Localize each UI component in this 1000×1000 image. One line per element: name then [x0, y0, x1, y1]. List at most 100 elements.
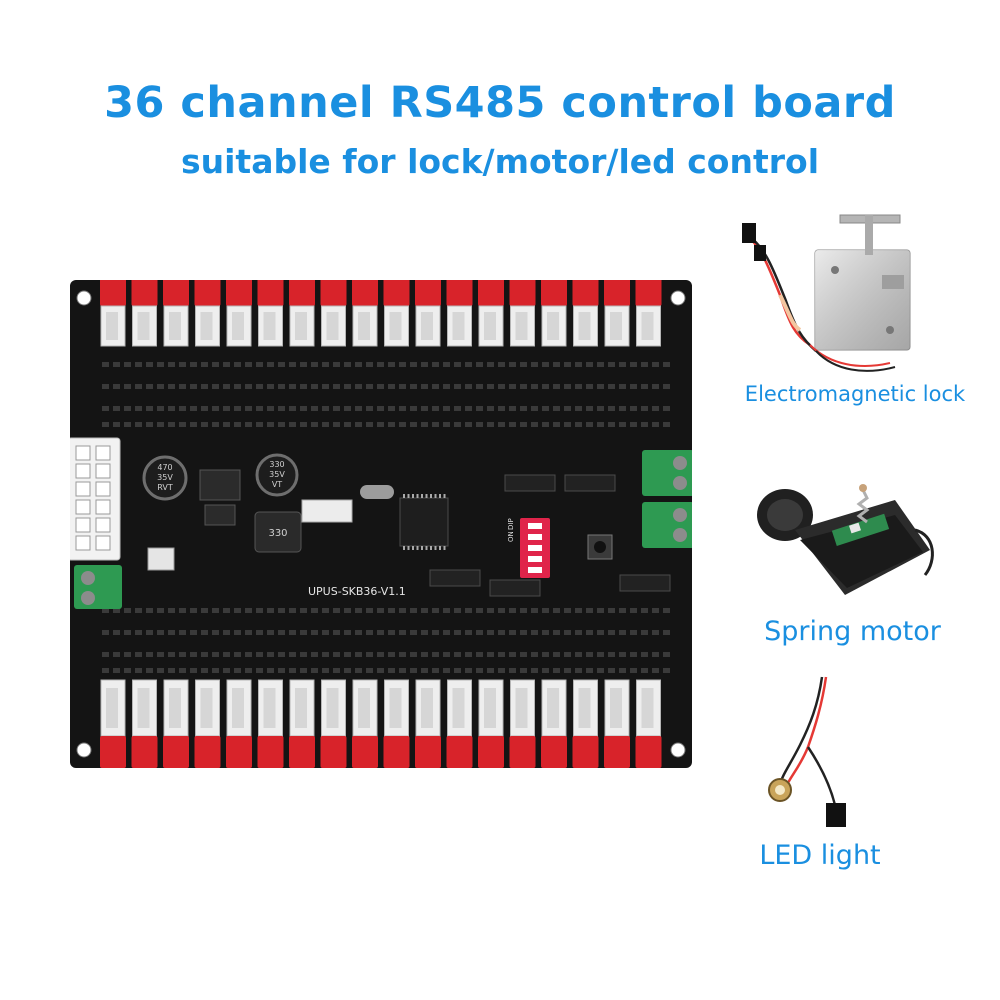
smd-component	[344, 406, 351, 411]
smd-component	[333, 406, 340, 411]
smd-component	[278, 608, 285, 613]
smd-component	[553, 362, 560, 367]
smd-component	[586, 608, 593, 613]
smd-component	[377, 668, 384, 673]
connector-slot	[389, 312, 402, 340]
smd-component	[531, 668, 538, 673]
smd-component	[641, 608, 648, 613]
connector-slot	[137, 312, 150, 340]
led-wire-red	[784, 676, 828, 788]
terminal-screw	[673, 456, 687, 470]
power-pin	[95, 535, 111, 551]
smd-component	[410, 406, 417, 411]
smd-component	[487, 652, 494, 657]
smd-component	[289, 362, 296, 367]
smd-component	[608, 422, 615, 427]
smd-component	[454, 422, 461, 427]
smd-component	[498, 384, 505, 389]
smd-component	[333, 362, 340, 367]
smd-component	[212, 608, 219, 613]
smd-component	[564, 608, 571, 613]
smd-component	[245, 384, 252, 389]
smd-component	[432, 652, 439, 657]
smd-component	[564, 362, 571, 367]
smd-component	[344, 652, 351, 657]
smd-component	[311, 362, 318, 367]
smd-component	[608, 384, 615, 389]
smd-component	[487, 668, 494, 673]
smd-component	[619, 652, 626, 657]
smd-component	[355, 384, 362, 389]
lock-body-shine	[815, 250, 910, 350]
smd-component	[509, 384, 516, 389]
smd-component	[641, 630, 648, 635]
connector-slot	[232, 688, 244, 728]
smd-component	[443, 384, 450, 389]
smd-component	[267, 630, 274, 635]
led-light-photo	[768, 676, 846, 827]
smd-component	[652, 608, 659, 613]
smd-component	[553, 406, 560, 411]
pcb-base	[70, 280, 692, 768]
smd-component	[146, 422, 153, 427]
smd-component	[476, 630, 483, 635]
smd-component	[597, 608, 604, 613]
mcu-pin	[430, 494, 432, 498]
spring-motor-photo	[757, 484, 934, 595]
smd-component	[498, 652, 505, 657]
bottom-red-connector	[320, 736, 347, 768]
smd-component	[124, 630, 131, 635]
smd-component	[421, 652, 428, 657]
smd-component	[344, 422, 351, 427]
smd-component	[542, 422, 549, 427]
smd-component	[399, 406, 406, 411]
smd-component	[289, 608, 296, 613]
smd-component	[542, 406, 549, 411]
smd-component	[421, 668, 428, 673]
smd-component	[641, 422, 648, 427]
smd-component	[608, 668, 615, 673]
smd-component	[311, 406, 318, 411]
connector-slot	[484, 688, 496, 728]
smd-component	[553, 668, 560, 673]
smd-component	[652, 630, 659, 635]
smd-component	[663, 406, 670, 411]
connector-slot	[515, 312, 528, 340]
smd-component	[586, 668, 593, 673]
smd-component	[498, 422, 505, 427]
smd-component	[487, 384, 494, 389]
top-red-connector	[257, 280, 284, 306]
connector-slot	[169, 312, 181, 340]
motor-housing-top	[800, 515, 923, 588]
power-pin	[75, 535, 91, 551]
mcu-pin	[425, 494, 428, 498]
smd-component	[520, 384, 527, 389]
capacitor-left-label-1: 470	[157, 463, 172, 472]
mcu-pin	[434, 546, 437, 550]
led-lens	[775, 785, 785, 795]
smd-component	[223, 630, 230, 635]
smd-component	[289, 384, 296, 389]
smd-component	[201, 652, 208, 657]
mcu-pin	[416, 546, 419, 550]
connector-slot	[641, 688, 654, 728]
smd-component	[531, 406, 538, 411]
smd-component	[256, 630, 263, 635]
motor-switch	[849, 522, 861, 534]
smd-component	[575, 362, 582, 367]
smd-component	[168, 630, 175, 635]
led-wire-black	[778, 676, 824, 786]
smd-component	[487, 608, 494, 613]
led-wire-tail	[806, 746, 837, 806]
mcu-pin	[430, 546, 432, 550]
connector-slot	[547, 312, 559, 340]
smd-component	[223, 652, 230, 657]
smd-component	[652, 362, 659, 367]
mcu-pin	[403, 494, 405, 498]
smd-component	[586, 652, 593, 657]
smd-component	[421, 608, 428, 613]
smd-component	[476, 608, 483, 613]
mcu-pin	[439, 546, 441, 550]
smd-component	[432, 362, 439, 367]
smd-component	[410, 384, 417, 389]
